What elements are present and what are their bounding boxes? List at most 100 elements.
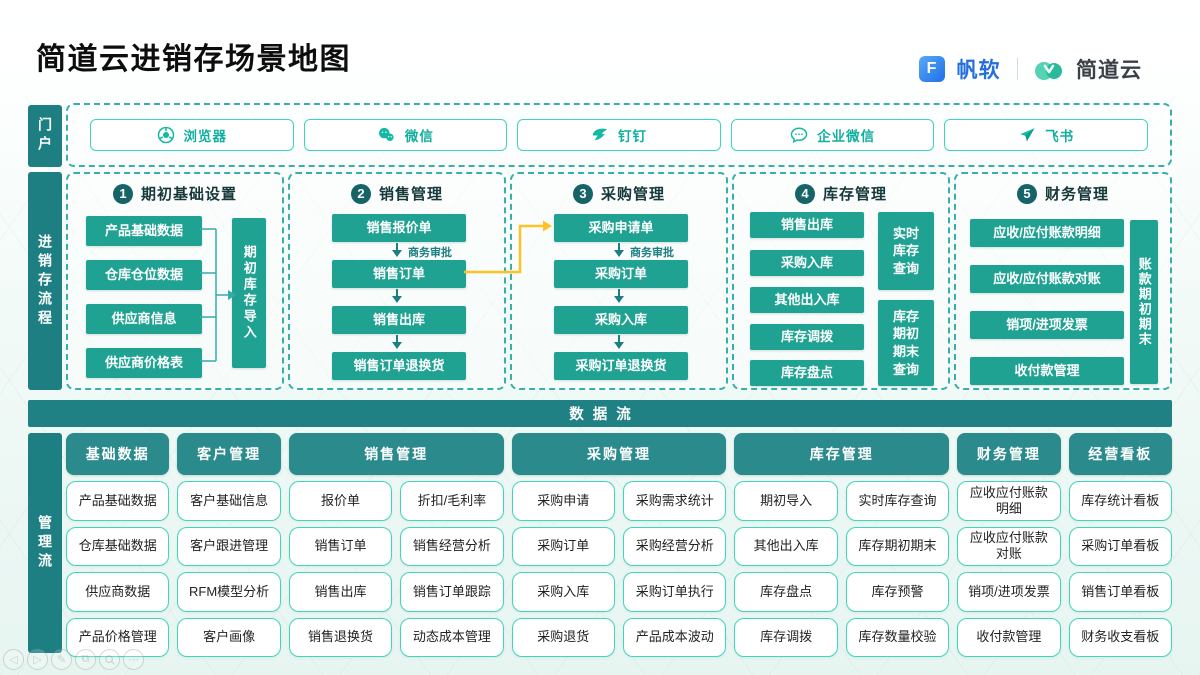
section-header: 3 采购管理 bbox=[512, 183, 726, 204]
feishu-icon bbox=[1020, 128, 1035, 142]
section-title: 采购管理 bbox=[600, 186, 665, 203]
mgmt-group-header: 销售管理 bbox=[288, 433, 504, 475]
arrow-down-icon bbox=[391, 288, 403, 305]
mgmt-cell: 采购申请 bbox=[511, 481, 615, 521]
mgmt-cell: 应收应付账款对账 bbox=[957, 526, 1061, 566]
section-header: 1 期初基础设置 bbox=[68, 183, 282, 204]
mgmt-group-header: 财务管理 bbox=[957, 433, 1061, 475]
portal-item-feishu: 飞书 bbox=[944, 119, 1148, 151]
viewer-toolbar: ◁ ▷ ✎ ⧉ ⋯ bbox=[3, 649, 144, 670]
section-title: 财务管理 bbox=[1044, 186, 1109, 203]
portal-item-label: 浏览器 bbox=[183, 129, 228, 144]
flow-box: 库存调拨 bbox=[750, 324, 864, 350]
mgmt-group-header: 客户管理 bbox=[177, 433, 281, 475]
mgmt-cell: 报价单 bbox=[288, 481, 393, 521]
jiandaoyun-logo-text: 简道云 bbox=[1076, 59, 1142, 82]
mgmt-cell: 采购订单执行 bbox=[623, 572, 727, 612]
mgmt-cell: 应收应付账款明细 bbox=[957, 481, 1061, 521]
mgmt-cell: 库存预警 bbox=[845, 572, 950, 612]
portal-item-dingtalk: 钉钉 bbox=[517, 119, 721, 151]
nav-back-icon[interactable]: ◁ bbox=[3, 649, 24, 670]
flow-step-box: 采购申请单 bbox=[554, 214, 688, 242]
flow-box: 收付款管理 bbox=[970, 357, 1124, 385]
mgmt-cell: 产品基础数据 bbox=[66, 481, 170, 521]
arrow-down-icon bbox=[613, 288, 625, 305]
flow-side-box: 库存期初期末查询 bbox=[878, 300, 934, 386]
mgmt-cell: 实时库存查询 bbox=[845, 481, 950, 521]
arrow-down-icon bbox=[613, 334, 625, 351]
flow-box: 产品基础数据 bbox=[86, 216, 202, 246]
flow-side-box: 账款期初期末 bbox=[1130, 220, 1158, 384]
flow-box: 库存盘点 bbox=[750, 360, 864, 386]
mgmt-cell: 采购经营分析 bbox=[623, 526, 727, 566]
section-number-badge: 2 bbox=[350, 183, 371, 204]
brand-logos: F 帆软 简道云 bbox=[918, 54, 1143, 84]
jiandaoyun-logo-icon bbox=[1035, 62, 1062, 80]
portal-item-wechat: 微信 bbox=[303, 119, 508, 151]
flow-box: 应收/应付账款明细 bbox=[970, 219, 1124, 247]
mgmt-cell: 库存统计看板 bbox=[1068, 481, 1172, 521]
flow-section-sales: 2 销售管理 销售报价单 商务审批 销售订单 销售出库 销售订单退换货 bbox=[288, 172, 506, 390]
mgmt-cell: RFM模型分析 bbox=[177, 572, 281, 612]
nav-forward-icon[interactable]: ▷ bbox=[27, 649, 48, 670]
wechat-icon bbox=[378, 127, 394, 141]
flow-step-box: 销售出库 bbox=[332, 306, 466, 334]
mgmt-cell: 采购退货 bbox=[511, 617, 615, 657]
copy-icon[interactable]: ⧉ bbox=[75, 649, 96, 670]
section-number-badge: 3 bbox=[572, 183, 593, 204]
flow-box: 应收/应付账款对账 bbox=[970, 265, 1124, 293]
flow-section-inventory: 4 库存管理 销售出库 采购入库 其他出入库 库存调拨 库存盘点 实时库存查询 … bbox=[732, 172, 950, 390]
management-grid: 基础数据客户管理销售管理采购管理库存管理财务管理经营看板产品基础数据仓库基础数据… bbox=[66, 433, 1172, 657]
mgmt-cell: 销售经营分析 bbox=[400, 526, 504, 566]
mgmt-cell: 采购需求统计 bbox=[623, 481, 727, 521]
mgmt-cell: 其他出入库 bbox=[734, 526, 838, 566]
mgmt-cell: 库存数量校验 bbox=[845, 617, 950, 657]
flow-section-purchase: 3 采购管理 采购申请单 商务审批 采购订单 采购入库 采购订单退换货 bbox=[510, 172, 728, 390]
section-header: 5 财务管理 bbox=[956, 183, 1170, 204]
flow-step-box: 采购订单 bbox=[554, 260, 688, 288]
mgmt-cell: 销售出库 bbox=[288, 572, 393, 612]
flow-box: 采购入库 bbox=[750, 250, 864, 276]
mgmt-cell: 销售订单 bbox=[288, 526, 393, 566]
portal-container: 浏览器 微信 钉钉 企业微信 bbox=[66, 103, 1172, 167]
mgmt-cell: 库存调拨 bbox=[734, 617, 838, 657]
flow-side-box: 实时库存查询 bbox=[878, 212, 934, 290]
mgmt-cell: 期初导入 bbox=[734, 481, 838, 521]
mgmt-cell: 库存盘点 bbox=[734, 572, 838, 612]
arrow-down-icon bbox=[391, 242, 403, 259]
flow-step-box: 销售报价单 bbox=[332, 214, 466, 242]
mgmt-cell: 采购入库 bbox=[511, 572, 615, 612]
flow-box: 仓库仓位数据 bbox=[86, 260, 202, 290]
page-title: 简道云进销存场景地图 bbox=[36, 43, 351, 76]
fanruan-logo-icon: F bbox=[918, 56, 945, 82]
data-flow-bar: 数据流 bbox=[28, 400, 1172, 427]
flow-step-box: 销售订单 bbox=[332, 260, 466, 288]
section-header: 2 销售管理 bbox=[290, 183, 504, 204]
mgmt-cell: 财务收支看板 bbox=[1068, 617, 1172, 657]
flow-box: 其他出入库 bbox=[750, 287, 864, 313]
mgmt-group-header: 采购管理 bbox=[511, 433, 727, 475]
portal-item-wecom: 企业微信 bbox=[730, 119, 935, 151]
mgmt-cell: 折扣/毛利率 bbox=[400, 481, 504, 521]
portal-item-browser: 浏览器 bbox=[90, 119, 294, 151]
flow-step-box: 采购订单退换货 bbox=[554, 352, 688, 380]
mgmt-cell: 动态成本管理 bbox=[400, 617, 504, 657]
mgmt-cell: 销项/进项发票 bbox=[957, 572, 1061, 612]
flow-step-box: 采购入库 bbox=[554, 306, 688, 334]
approval-label: 商务审批 bbox=[630, 247, 674, 259]
mgmt-cell: 采购订单 bbox=[511, 526, 615, 566]
wecom-icon bbox=[790, 127, 808, 144]
section-number-badge: 5 bbox=[1016, 183, 1037, 204]
more-ellipsis-icon[interactable]: ⋯ bbox=[123, 649, 144, 670]
mgmt-cell: 客户基础信息 bbox=[177, 481, 281, 521]
edit-pencil-icon[interactable]: ✎ bbox=[51, 649, 72, 670]
mgmt-cell: 库存期初期末 bbox=[845, 526, 950, 566]
approval-label: 商务审批 bbox=[408, 247, 452, 259]
flow-section-initial-setup: 1 期初基础设置 产品基础数据 仓库仓位数据 供应商信息 供应商价格表 期初库存… bbox=[66, 172, 284, 390]
zoom-search-icon[interactable] bbox=[99, 649, 120, 670]
portal-item-label: 钉钉 bbox=[617, 129, 647, 144]
flow-box: 供应商价格表 bbox=[86, 348, 202, 378]
mgmt-cell: 客户跟进管理 bbox=[177, 526, 281, 566]
mgmt-cell: 销售订单跟踪 bbox=[400, 572, 504, 612]
mgmt-cell: 销售订单看板 bbox=[1068, 572, 1172, 612]
